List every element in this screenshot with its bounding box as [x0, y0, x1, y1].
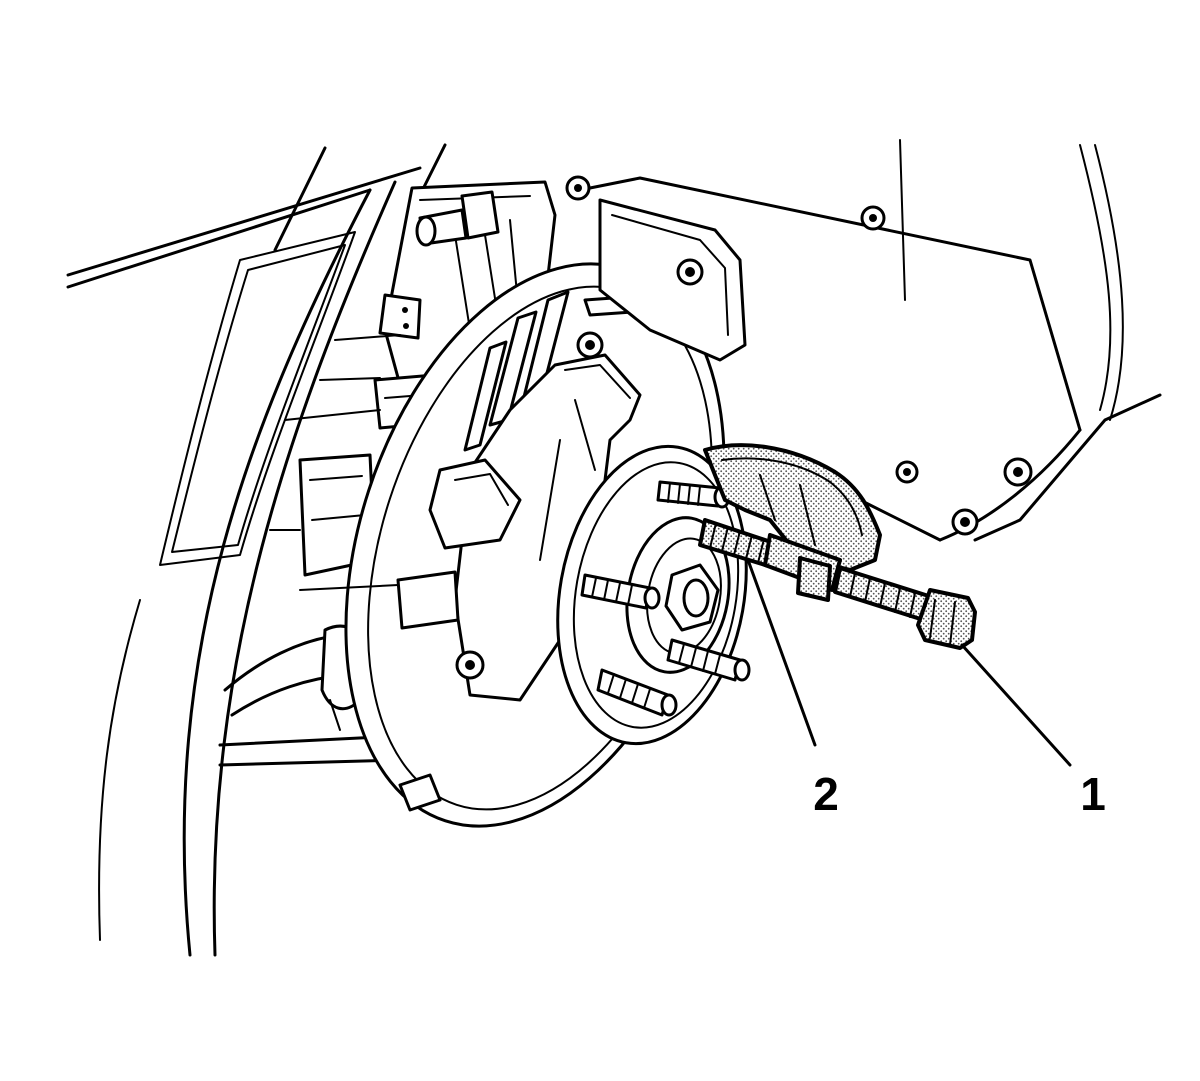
callout-leader-2: [746, 558, 817, 747]
callout-leader-1: [960, 643, 1072, 767]
panel-bolt: [895, 460, 919, 484]
wheel-stud: [666, 638, 751, 682]
wheel-stud: [580, 573, 661, 610]
engine-panel: [565, 139, 1162, 542]
panel-bolt: [1003, 457, 1033, 487]
callout-label-1: 1: [1080, 768, 1106, 820]
panel-bolt: [860, 205, 886, 231]
forcing-screw-tool: [763, 533, 977, 650]
panel-bolt: [565, 175, 591, 201]
wheel-stud: [596, 668, 678, 717]
steering-knuckle: [299, 331, 642, 702]
panel-bolt: [951, 508, 979, 536]
fender-wheel-well: [66, 143, 447, 957]
callout-label-2: 2: [813, 768, 839, 820]
